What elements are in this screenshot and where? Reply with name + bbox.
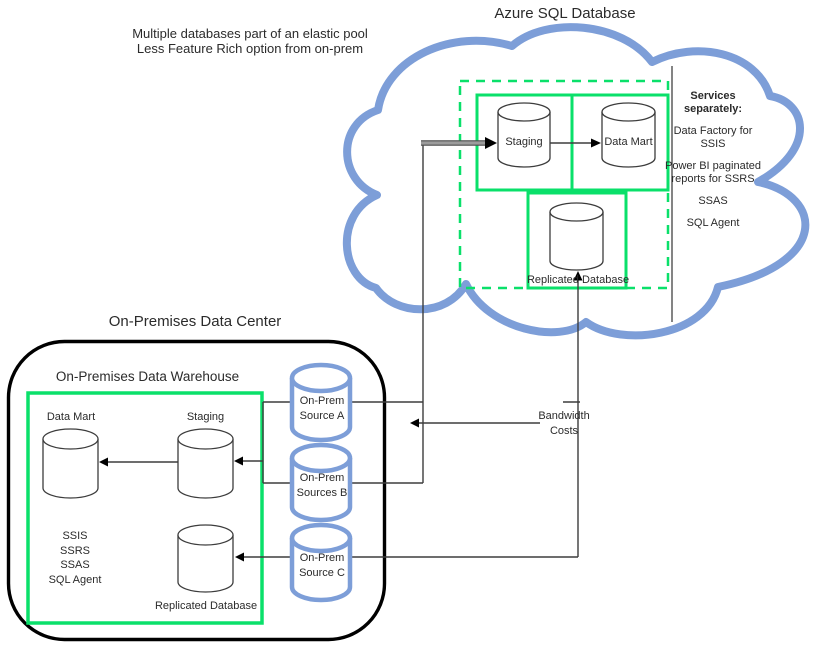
source-a-cylinder-top xyxy=(289,362,353,394)
bandwidth-costs-label: Bandwidth Costs xyxy=(534,409,594,438)
azure-note: Multiple databases part of an elastic po… xyxy=(90,26,410,56)
onprem-warehouse-green-box xyxy=(26,391,264,625)
onprem-datamart-label: Data Mart xyxy=(46,411,96,423)
source-b-cylinder-top xyxy=(289,442,353,474)
service-item-sql-agent: SQL Agent xyxy=(686,217,740,229)
source-c-cylinder xyxy=(289,538,353,603)
onprem-service-sql-agent: SQL Agent xyxy=(48,573,102,586)
cloud-staging-cylinder xyxy=(497,112,551,168)
source-b-label-line2: Sources B xyxy=(296,486,348,499)
bandwidth-label-line2: Costs xyxy=(549,424,579,437)
onprem-staging-cylinder-top xyxy=(177,428,234,450)
source-a-label: On-Prem Source A xyxy=(291,394,353,423)
arrowhead-cloud-replicated xyxy=(573,271,583,281)
source-c-cylinder-top xyxy=(289,522,353,554)
onprem-service-ssrs: SSRS xyxy=(60,544,90,557)
cloud-replicated-cylinder-top xyxy=(549,202,604,222)
arrowhead-bandwidth xyxy=(410,418,419,428)
bandwidth-label-line1: Bandwidth xyxy=(538,410,590,422)
arrowhead-onprem-datamart xyxy=(99,457,108,467)
source-c-label: On-Prem Source C xyxy=(291,551,353,580)
onprem-service-ssas: SSAS xyxy=(60,559,90,572)
arrowhead-onprem-replicated xyxy=(235,552,244,562)
cloud-datamart-label: Data Mart xyxy=(604,136,653,148)
source-a-label-line1: On-Prem xyxy=(299,395,345,407)
services-heading: Services separately: xyxy=(683,90,743,115)
azure-note-line1: Multiple databases part of an elastic po… xyxy=(132,26,368,41)
cloud-staging-cylinder-top xyxy=(497,102,551,122)
arrowhead-cloud-datamart xyxy=(591,138,601,148)
source-b-cylinder xyxy=(289,458,353,523)
cloud-datamart-cylinder-top xyxy=(601,102,656,122)
cloud-replicated-green-box xyxy=(526,191,628,290)
source-b-label: On-Prem Sources B xyxy=(291,471,353,500)
onprem-datamart-cylinder-top xyxy=(42,428,99,450)
source-b-label-line1: On-Prem xyxy=(299,472,345,484)
datacenter-box xyxy=(6,339,387,642)
cloud-replicated-label: Replicated Database xyxy=(526,274,630,286)
arrowhead-onprem-staging xyxy=(234,456,243,466)
onprem-title: On-Premises Data Center xyxy=(108,313,282,330)
source-c-label-line1: On-Prem xyxy=(299,552,345,564)
onprem-replicated-label: Replicated Database xyxy=(154,600,258,612)
service-item-power-bi: Power BI paginated reports for SSRS xyxy=(664,160,761,185)
cloud-services-panel: Services separately: Data Factory for SS… xyxy=(664,90,762,239)
service-item-data-factory: Data Factory for SSIS xyxy=(673,125,753,150)
cloud-datamart-cylinder xyxy=(601,112,656,168)
onprem-staging-cylinder xyxy=(177,439,234,499)
onprem-replicated-cylinder xyxy=(177,535,234,593)
service-item-ssas: SSAS xyxy=(698,195,728,207)
onprem-warehouse-title: On-Premises Data Warehouse xyxy=(55,369,240,384)
arrowhead-cloud-staging xyxy=(485,137,497,149)
azure-note-line2: Less Feature Rich option from on-prem xyxy=(136,40,364,56)
azure-cloud-shape xyxy=(342,23,810,340)
onprem-datamart-cylinder xyxy=(42,439,99,499)
onprem-services-list: SSIS SSRS SSAS SQL Agent xyxy=(38,529,112,587)
source-c-label-line2: Source C xyxy=(299,566,345,579)
azure-title: Azure SQL Database xyxy=(494,5,636,22)
source-a-label-line2: Source A xyxy=(299,409,345,422)
onprem-replicated-cylinder-top xyxy=(177,524,234,546)
onprem-service-ssis: SSIS xyxy=(62,530,88,542)
source-a-cylinder xyxy=(289,378,353,443)
cloud-replicated-cylinder xyxy=(549,212,604,271)
onprem-staging-label: Staging xyxy=(186,411,225,423)
cloud-staging-label: Staging xyxy=(505,136,543,148)
